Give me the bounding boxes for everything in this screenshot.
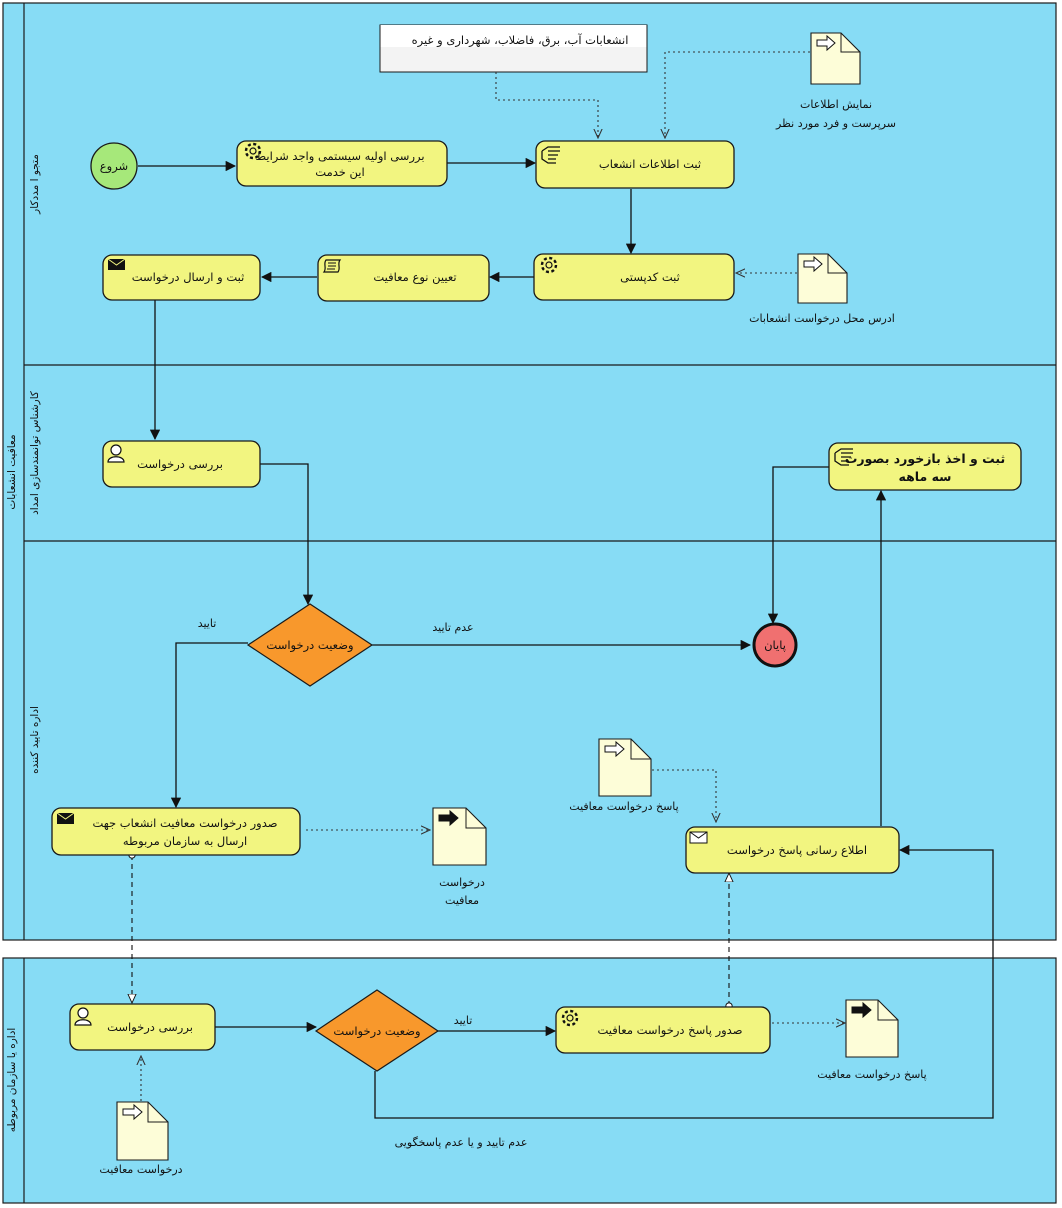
gear-icon bbox=[540, 256, 558, 274]
flow-review-to-gateway bbox=[260, 463, 314, 606]
flow-gateway-to-issue bbox=[170, 642, 248, 809]
data-request-exemption-out-line2: معافیت bbox=[445, 894, 479, 907]
data-show-info-line1: نمایش اطلاعات bbox=[800, 98, 872, 111]
end-event: پایان bbox=[752, 622, 798, 668]
input-arrow-icon bbox=[803, 255, 823, 273]
task-issue-response: صدور پاسخ درخواست معافیت bbox=[555, 1006, 771, 1054]
task-initial-check-line1: بررسی اولیه سیستمی واجد شرایط bbox=[255, 149, 424, 164]
data-show-info-line2: سرپرست و فرد مورد نظر bbox=[775, 117, 896, 130]
input-arrow-icon bbox=[122, 1103, 143, 1121]
pool-top-title: معافیت انشعابات bbox=[6, 434, 18, 509]
flow-orggateway-to-notify bbox=[374, 844, 994, 1119]
gateway-request-status-label: وضعیت درخواست bbox=[266, 638, 353, 653]
task-feedback: ثبت و اخذ بازخورد بصورت سه ماهه bbox=[828, 442, 1022, 491]
start-event-label: شروع bbox=[100, 159, 128, 174]
task-notify-response-label: اطلاع رسانی پاسخ درخواست bbox=[727, 843, 867, 858]
message-flows bbox=[132, 855, 729, 1006]
task-initial-check-line2: این خدمت bbox=[315, 165, 364, 180]
output-arrow-icon bbox=[438, 809, 459, 827]
data-response-exemption-out: پاسخ درخواست معافیت bbox=[817, 999, 927, 1081]
task-register-branch-label: ثبت اطلاعات انشعاب bbox=[599, 157, 701, 171]
input-arrow-icon bbox=[604, 740, 625, 758]
task-review-request-label: بررسی درخواست bbox=[137, 457, 223, 472]
lane-expert-title: کارشناس توانمندسازی امداد bbox=[29, 391, 41, 515]
sequence-flows bbox=[138, 157, 994, 1119]
gateway-request-status-org-label: وضعیت درخواست bbox=[333, 1024, 420, 1039]
task-issue-request-line2: ارسال به سازمان مربوطه bbox=[123, 834, 247, 849]
task-exemption-type-label: تعیین نوع معافیت bbox=[373, 270, 456, 285]
note-utilities: انشعابات آب، برق، فاضلاب، شهرداری و غیره bbox=[379, 24, 648, 73]
hand-icon bbox=[834, 448, 853, 466]
hand-icon bbox=[541, 146, 560, 164]
data-request-exemption-in: درخواست معافیت bbox=[99, 1101, 183, 1176]
lane-approver-title: اداره تایید کننده bbox=[29, 706, 41, 774]
task-register-send: ثبت و ارسال درخواست bbox=[102, 254, 261, 301]
gateway-request-status-org: وضعیت درخواست bbox=[314, 989, 440, 1072]
task-feedback-line2: سه ماهه bbox=[899, 469, 952, 484]
data-request-exemption-out-line1: درخواست bbox=[439, 876, 485, 889]
task-review-request: بررسی درخواست bbox=[102, 440, 261, 488]
pool-bottom: اداره یا سازمان مربوطه bbox=[2, 957, 1057, 1204]
lane-applicant-title: متجو ا مددکار bbox=[29, 154, 41, 215]
start-event: شروع bbox=[90, 142, 138, 190]
data-address: ادرس محل درخواست انشعابات bbox=[749, 253, 895, 325]
gear-icon bbox=[244, 142, 262, 160]
user-icon bbox=[74, 1007, 92, 1026]
data-show-info: نمایش اطلاعات سرپرست و فرد مورد نظر bbox=[775, 32, 896, 130]
task-register-send-label: ثبت و ارسال درخواست bbox=[132, 270, 245, 285]
end-event-label: پایان bbox=[764, 638, 786, 652]
associations bbox=[141, 51, 845, 1101]
note-utilities-text: انشعابات آب، برق، فاضلاب، شهرداری و غیره bbox=[412, 33, 629, 48]
flow-feedback-to-end bbox=[767, 466, 829, 625]
envelope-filled-icon bbox=[56, 812, 75, 824]
label-not-approve: عدم تایید bbox=[432, 621, 473, 634]
envelope-icon bbox=[689, 831, 708, 844]
data-request-exemption-in-label: درخواست معافیت bbox=[99, 1163, 182, 1176]
data-address-label: ادرس محل درخواست انشعابات bbox=[749, 312, 895, 325]
input-arrow-icon bbox=[816, 34, 836, 52]
task-initial-check: بررسی اولیه سیستمی واجد شرایط این خدمت bbox=[236, 140, 448, 187]
envelope-filled-icon bbox=[107, 258, 126, 270]
data-response-exemption-in: پاسخ درخواست معافیت bbox=[569, 738, 679, 813]
task-register-postal: ثبت کدپستی bbox=[533, 253, 735, 301]
gear-icon bbox=[561, 1009, 579, 1027]
pool-bottom-title: اداره یا سازمان مربوطه bbox=[6, 1028, 18, 1133]
label-approve: تایید bbox=[198, 617, 217, 630]
task-review-request-org-label: بررسی درخواست bbox=[107, 1020, 193, 1035]
script-icon bbox=[322, 259, 342, 273]
task-register-branch: ثبت اطلاعات انشعاب bbox=[535, 140, 735, 189]
task-feedback-line1: ثبت و اخذ بازخورد بصورت bbox=[845, 451, 1005, 466]
user-icon bbox=[107, 444, 125, 463]
task-issue-request-line1: صدور درخواست معافیت انشعاب جهت bbox=[92, 816, 277, 831]
task-issue-request: صدور درخواست معافیت انشعاب جهت ارسال به … bbox=[51, 807, 301, 856]
data-response-exemption-out-label: پاسخ درخواست معافیت bbox=[817, 1068, 926, 1081]
label-reject-or-no-response: عدم تایید و یا عدم پاسخگویی bbox=[395, 1136, 528, 1149]
task-exemption-type: تعیین نوع معافیت bbox=[317, 254, 490, 302]
task-register-postal-label: ثبت کدپستی bbox=[620, 270, 680, 284]
task-issue-response-label: صدور پاسخ درخواست معافیت bbox=[598, 1023, 743, 1038]
data-response-exemption-in-label: پاسخ درخواست معافیت bbox=[569, 800, 678, 813]
task-notify-response: اطلاع رسانی پاسخ درخواست bbox=[685, 826, 900, 874]
data-request-exemption-out: درخواست معافیت bbox=[432, 807, 487, 907]
gateway-request-status: وضعیت درخواست bbox=[246, 603, 374, 687]
task-review-request-org: بررسی درخواست bbox=[69, 1003, 216, 1051]
label-approve-org: تایید bbox=[454, 1014, 473, 1027]
output-arrow-icon bbox=[851, 1001, 872, 1019]
